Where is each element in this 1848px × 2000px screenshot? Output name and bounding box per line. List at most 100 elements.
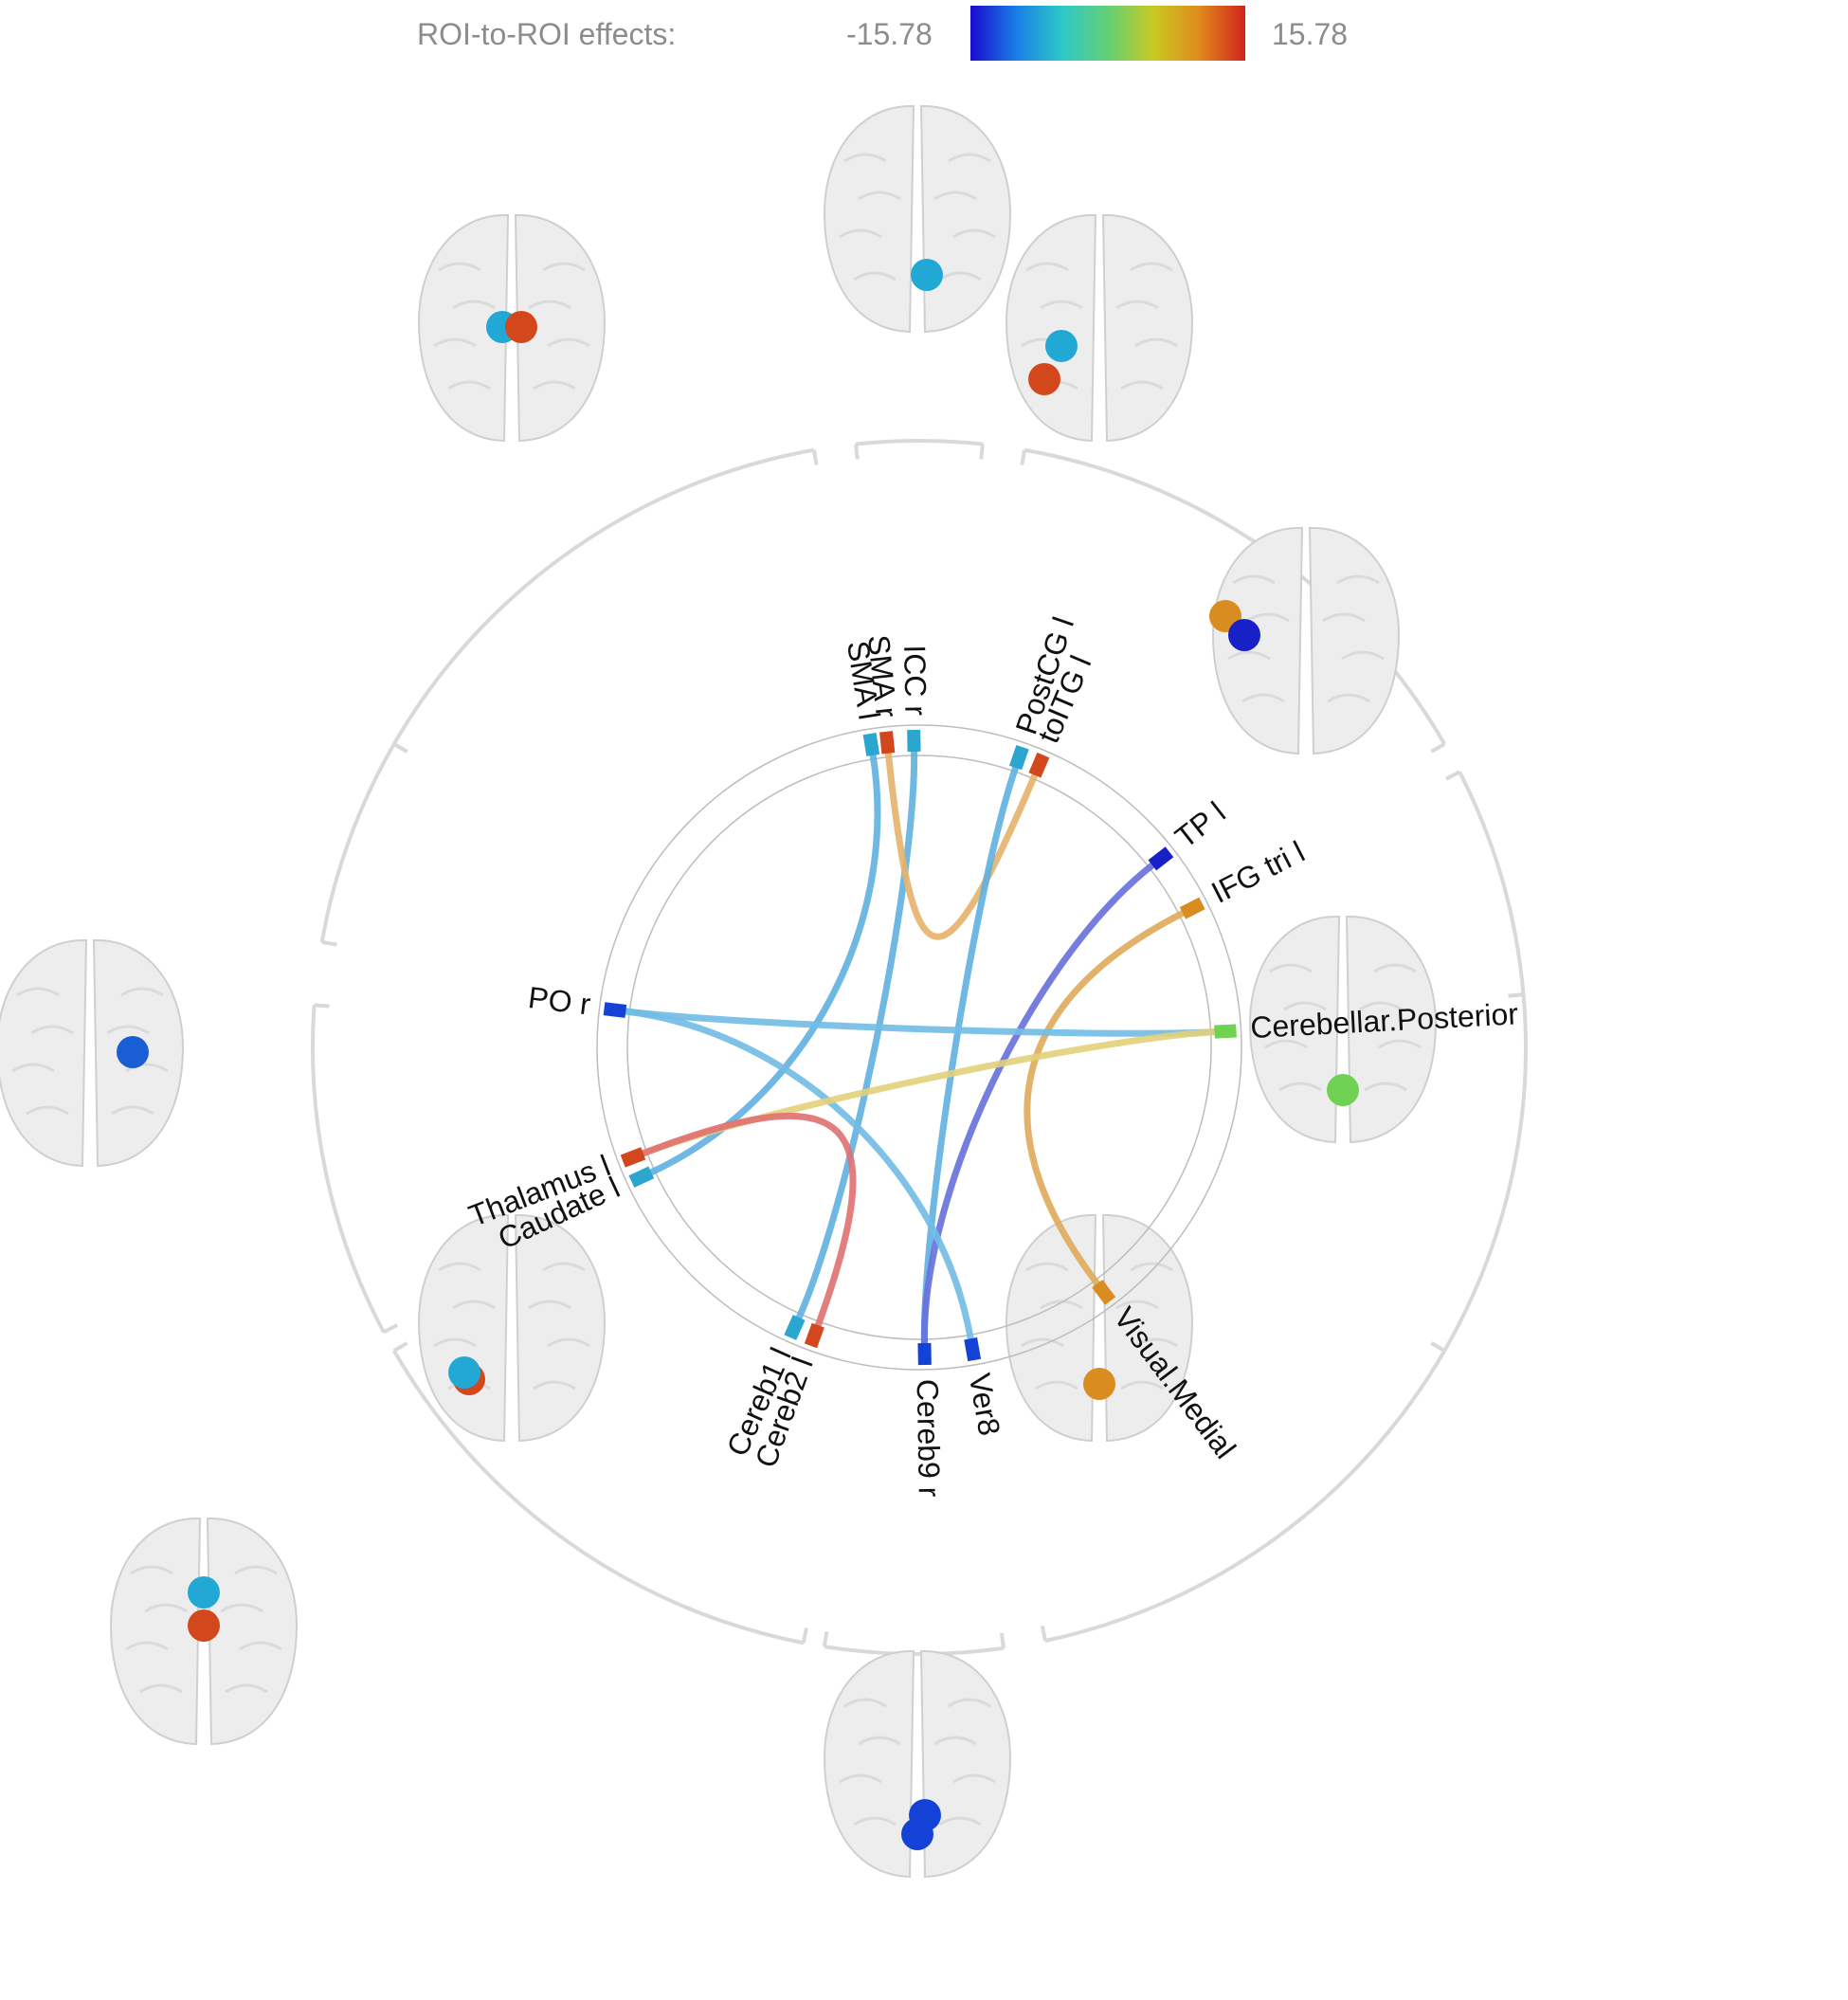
roi-label-ifg-tri-l: IFG tri l [1206, 834, 1311, 910]
outer-arc-segment [1442, 994, 1528, 1352]
roi-tick-toitg-l [1028, 752, 1050, 778]
gyrus-line [1264, 1039, 1308, 1049]
gyrus-line [1021, 1337, 1064, 1348]
gyrus-line [447, 380, 491, 391]
connection-sma-l-caudate-l [647, 752, 881, 1176]
connection-icc-r-cereb1-l [795, 748, 918, 1321]
outer-arc-segment [311, 1005, 386, 1334]
gyrus-line [239, 1641, 282, 1651]
gyrus-line [1115, 300, 1159, 310]
left-hemisphere [1248, 915, 1341, 1144]
roi-label-cereb9-r: Cereb9 r [911, 1379, 947, 1498]
brain-bottom-center [823, 1649, 1012, 1879]
inner-ring [596, 724, 1242, 1371]
inner-ring-inner [626, 755, 1212, 1340]
gyrus-line [1035, 1380, 1078, 1391]
outer-arc-tick [979, 444, 985, 460]
outer-arc-segment [1044, 1349, 1446, 1643]
left-hemisphere [823, 1649, 915, 1879]
gyrus-line [225, 1683, 268, 1694]
right-hemisphere [919, 1649, 1012, 1879]
gyrus-line [1025, 1262, 1069, 1272]
gyrus-line [1327, 693, 1370, 703]
gyrus-line [528, 300, 571, 310]
connection-thalamus-l-cerebellar-posterior [640, 1028, 1219, 1157]
outer-arc-tick [999, 1632, 1006, 1649]
gyrus-line [547, 337, 590, 348]
outer-arc-tick [801, 1627, 808, 1644]
left-hemisphere [417, 1213, 510, 1443]
gyrus-line [1322, 612, 1366, 623]
outer-arc-tick [854, 444, 860, 460]
gyrus-line [533, 380, 576, 391]
left-hemisphere [109, 1517, 202, 1746]
roi-tick-sma-r [879, 731, 896, 755]
roi-dot [188, 1609, 220, 1642]
roi-tick-cereb1-l [784, 1315, 806, 1340]
gyrus-line [843, 153, 887, 163]
brain-top-center [823, 104, 1012, 334]
gyrus-line [144, 1603, 188, 1613]
gyrus-line [438, 262, 481, 272]
roi-dot [1028, 363, 1060, 395]
outer-arc-tick [392, 1341, 408, 1353]
roi-dot [505, 311, 537, 343]
roi-dot [901, 1818, 933, 1850]
gyrus-line [1040, 300, 1083, 310]
gyrus-line [1130, 1262, 1173, 1272]
roi-tick-ver8 [964, 1337, 982, 1362]
brain-bottom-right [1005, 1213, 1194, 1443]
gyrus-line [1341, 650, 1385, 661]
gyrus-line [933, 1736, 977, 1746]
roi-dot [1045, 330, 1078, 362]
outer-arc-tick [1508, 992, 1524, 998]
roi-dot [911, 259, 943, 291]
gyrus-line [1134, 1337, 1178, 1348]
gyrus-line [1120, 380, 1164, 391]
roi-tick-postcg-l [1008, 744, 1029, 771]
brain-bottom-left [417, 1213, 607, 1443]
roi-tick-sma-l [862, 733, 880, 756]
outer-arc-tick [1430, 1341, 1446, 1353]
left-hemisphere [0, 938, 88, 1168]
gyrus-line [1130, 262, 1173, 272]
connection-sma-r-toitg-l [884, 750, 1039, 940]
outer-arc-tick [1020, 449, 1027, 465]
gyrus-line [111, 1105, 154, 1116]
gyrus-line [858, 1736, 901, 1746]
left-hemisphere [823, 104, 915, 334]
roi-label-tp-l: TP l [1169, 795, 1232, 855]
gyrus-line [948, 1698, 991, 1708]
gyrus-line [30, 1025, 74, 1035]
inner-ring-outer [596, 724, 1242, 1371]
outer-arc-tick [392, 742, 408, 754]
gyrus-line [220, 1603, 263, 1613]
left-hemisphere [1005, 213, 1097, 443]
gyrus-line [452, 300, 496, 310]
roi-label-ver8: Ver8 [963, 1371, 1007, 1438]
gyrus-line [1232, 574, 1276, 585]
gyrus-line [938, 1816, 982, 1827]
gyrus-line [843, 1698, 887, 1708]
gyrus-line [125, 1641, 169, 1651]
connection-po-r-cerebellar-posterior [622, 1008, 1219, 1037]
roi-tick-ifg-tri-l [1179, 897, 1205, 919]
gyrus-line [433, 1337, 477, 1348]
gyrus-line [234, 1565, 278, 1575]
gyrus-line [1227, 650, 1271, 661]
roi-tick-thalamus-l [620, 1147, 646, 1168]
outer-arc-tick [314, 1003, 330, 1009]
roi-label-icc-r: ICC r [897, 645, 933, 717]
gyrus-line [952, 1773, 996, 1784]
gyrus-line [933, 191, 977, 201]
gyrus-line [1120, 1380, 1164, 1391]
gyrus-line [1025, 262, 1069, 272]
gyrus-line [1040, 1300, 1083, 1310]
brain-right-mid [1248, 915, 1438, 1144]
roi-dot [117, 1036, 149, 1068]
right-hemisphere [1308, 526, 1401, 755]
gyrus-line [1373, 963, 1417, 973]
legend-title: ROI-to-ROI effects: [417, 17, 676, 51]
outer-arc-segment [1458, 771, 1526, 995]
left-hemisphere [1005, 1213, 1097, 1443]
